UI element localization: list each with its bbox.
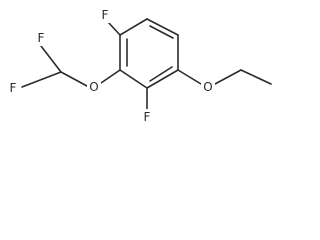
bond-c4-o bbox=[177, 69, 202, 85]
atom-labels: F F F F O O bbox=[6, 7, 215, 125]
atom-label-o-ethoxy: O bbox=[203, 80, 212, 94]
ring-bond-c4-c5 bbox=[146, 69, 179, 89]
ring-bond-c5-c6 bbox=[119, 69, 148, 89]
ring-double-bond-c4-c5 bbox=[149, 66, 173, 82]
atom-label-f-top: F bbox=[102, 8, 109, 22]
benzene-ring bbox=[119, 18, 179, 89]
ring-bond-c1-c2 bbox=[119, 18, 148, 36]
bond-chf2-f-upper bbox=[40, 45, 62, 73]
molecule-diagram: F F F F O O bbox=[6, 7, 272, 125]
bond-ch2-ch3 bbox=[240, 69, 272, 85]
bond-chf2-f-lower bbox=[21, 71, 62, 88]
bond-c1-f-top bbox=[107, 21, 121, 36]
bond-o-ch2 bbox=[214, 69, 242, 85]
atom-label-f-bottom: F bbox=[144, 110, 151, 124]
bond-o-chf2 bbox=[60, 71, 88, 87]
substituent-bonds bbox=[21, 21, 272, 111]
atom-label-f-chf2-upper: F bbox=[38, 31, 45, 45]
atom-label-f-chf2-lower: F bbox=[10, 81, 17, 95]
atom-label-o-difluoromethoxy: O bbox=[89, 80, 98, 94]
ring-double-bond-c2-c3 bbox=[149, 25, 174, 39]
bond-c6-o bbox=[100, 69, 121, 84]
ring-bond-c2-c3 bbox=[146, 18, 179, 36]
